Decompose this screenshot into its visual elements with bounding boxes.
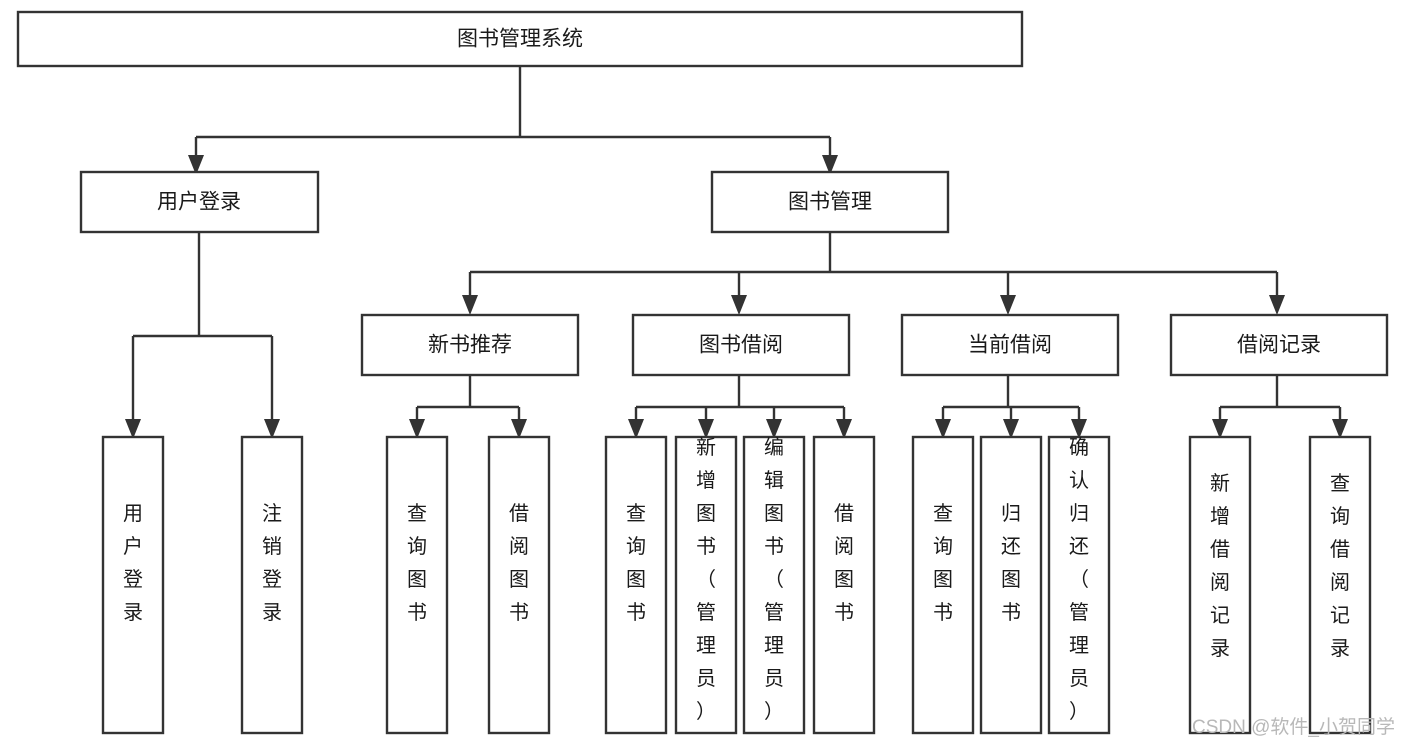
node-book-management[interactable]: 图书管理 [710,170,950,234]
leaf-node-bb-query-book[interactable]: 查询图书 [604,435,668,735]
leaf-br-query-record-label: 查询借阅记录 [1330,472,1350,660]
arrowhead-layer [125,155,1348,439]
root-box[interactable] [16,10,1024,68]
book-management-label: 图书管理 [788,191,872,214]
leaf-logout-label: 注销登录 [262,502,282,624]
leaf-user-login-label: 用户登录 [123,503,143,624]
leaf-br-add-record-box[interactable] [1188,435,1252,735]
leaf-cb-query-book-label: 查询图书 [933,502,953,624]
book-management-box[interactable] [710,170,950,234]
leaf-node-cb-return-book[interactable]: 归还图书 [979,435,1043,735]
leaf-cb-return-book-label: 归还图书 [1001,502,1021,624]
arrow-to-leaf-cb-query [935,419,951,439]
leaf-node-nbr-query-book[interactable]: 查询图书 [385,435,449,735]
arrow-to-leaf-user-login [125,419,141,439]
arrow-to-leaf-cb-confirm [1071,419,1087,439]
leaf-nbr-borrow-book-box[interactable] [487,435,551,735]
node-borrow-record[interactable]: 借阅记录 [1169,313,1389,377]
borrow-record-label: 借阅记录 [1237,334,1321,357]
arrow-to-leaf-bb-edit [766,419,782,439]
leaf-bb-add-book-box[interactable] [674,435,738,735]
leaf-logout-box[interactable] [240,435,304,735]
arrow-to-borrow-record [1269,295,1285,315]
user-login-box[interactable] [79,170,320,234]
arrow-to-leaf-cb-return [1003,419,1019,439]
leaf-node-br-query-record[interactable]: 查询借阅记录 [1308,435,1372,735]
leaf-bb-query-book-label: 查询图书 [626,502,646,624]
arrow-to-leaf-nbr-query [409,419,425,439]
current-borrow-box[interactable] [900,313,1120,377]
current-borrow-label: 当前借阅 [968,334,1052,357]
arrow-to-leaf-bb-query [628,419,644,439]
arrow-to-leaf-bb-add [698,419,714,439]
leaf-cb-query-book-box[interactable] [911,435,975,735]
leaf-node-bb-edit-book[interactable]: 编辑图书（管理员） [742,435,806,735]
borrow-record-box[interactable] [1169,313,1389,377]
arrow-to-book-mgmt [822,155,838,175]
leaf-nbr-query-book-box[interactable] [385,435,449,735]
leaf-bb-edit-book-box[interactable] [742,435,806,735]
arrow-to-leaf-nbr-borrow [511,419,527,439]
node-new-book-recommend[interactable]: 新书推荐 [360,313,580,377]
leaf-cb-confirm-return-label: 确认归还（管理员） [1069,436,1089,723]
arrow-to-leaf-logout [264,419,280,439]
arrow-to-book-borrow [731,295,747,315]
leaf-node-user-login[interactable]: 用户登录 [101,435,165,735]
book-borrow-box[interactable] [631,313,851,377]
leaf-node-nbr-borrow-book[interactable]: 借阅图书 [487,435,551,735]
csdn-watermark: CSDN @软件_小贺同学 [1192,716,1395,738]
new-book-recommend-label: 新书推荐 [428,334,512,357]
leaf-node-bb-borrow-book[interactable]: 借阅图书 [812,435,876,735]
node-user-login[interactable]: 用户登录 [79,170,320,234]
arrow-to-leaf-br-query [1332,419,1348,439]
leaf-node-logout[interactable]: 注销登录 [240,435,304,735]
leaf-user-login-box[interactable] [101,435,165,735]
node-root-book-management-system[interactable]: 图书管理系统 [16,10,1024,68]
leaf-br-add-record-label: 新增借阅记录 [1210,472,1230,660]
book-borrow-label: 图书借阅 [699,334,783,357]
node-book-borrow[interactable]: 图书借阅 [631,313,851,377]
arrow-to-leaf-bb-borrow [836,419,852,439]
leaf-bb-query-book-box[interactable] [604,435,668,735]
arrow-to-leaf-br-add [1212,419,1228,439]
leaf-node-cb-confirm-return[interactable]: 确认归还（管理员） [1047,435,1111,735]
leaf-node-br-add-record[interactable]: 新增借阅记录 [1188,435,1252,735]
leaf-bb-edit-book-label: 编辑图书（管理员） [764,436,784,723]
leaf-cb-return-book-box[interactable] [979,435,1043,735]
root-label: 图书管理系统 [457,28,583,51]
arrow-to-current-borrow [1000,295,1016,315]
user-login-label: 用户登录 [157,191,241,214]
leaf-cb-confirm-return-box[interactable] [1047,435,1111,735]
leaf-node-bb-add-book[interactable]: 新增图书（管理员） [674,435,738,735]
node-current-borrow[interactable]: 当前借阅 [900,313,1120,377]
leaf-bb-borrow-book-label: 借阅图书 [834,502,854,624]
new-book-recommend-box[interactable] [360,313,580,377]
leaf-br-query-record-box[interactable] [1308,435,1372,735]
leaf-bb-borrow-book-box[interactable] [812,435,876,735]
leaf-bb-add-book-label: 新增图书（管理员） [696,436,716,723]
leaf-nbr-borrow-book-label: 借阅图书 [509,502,529,624]
leaf-node-cb-query-book[interactable]: 查询图书 [911,435,975,735]
leaf-nbr-query-book-label: 查询图书 [407,502,427,624]
arrow-to-new-book-recommend [462,295,478,315]
arrow-to-user-login [188,155,204,175]
